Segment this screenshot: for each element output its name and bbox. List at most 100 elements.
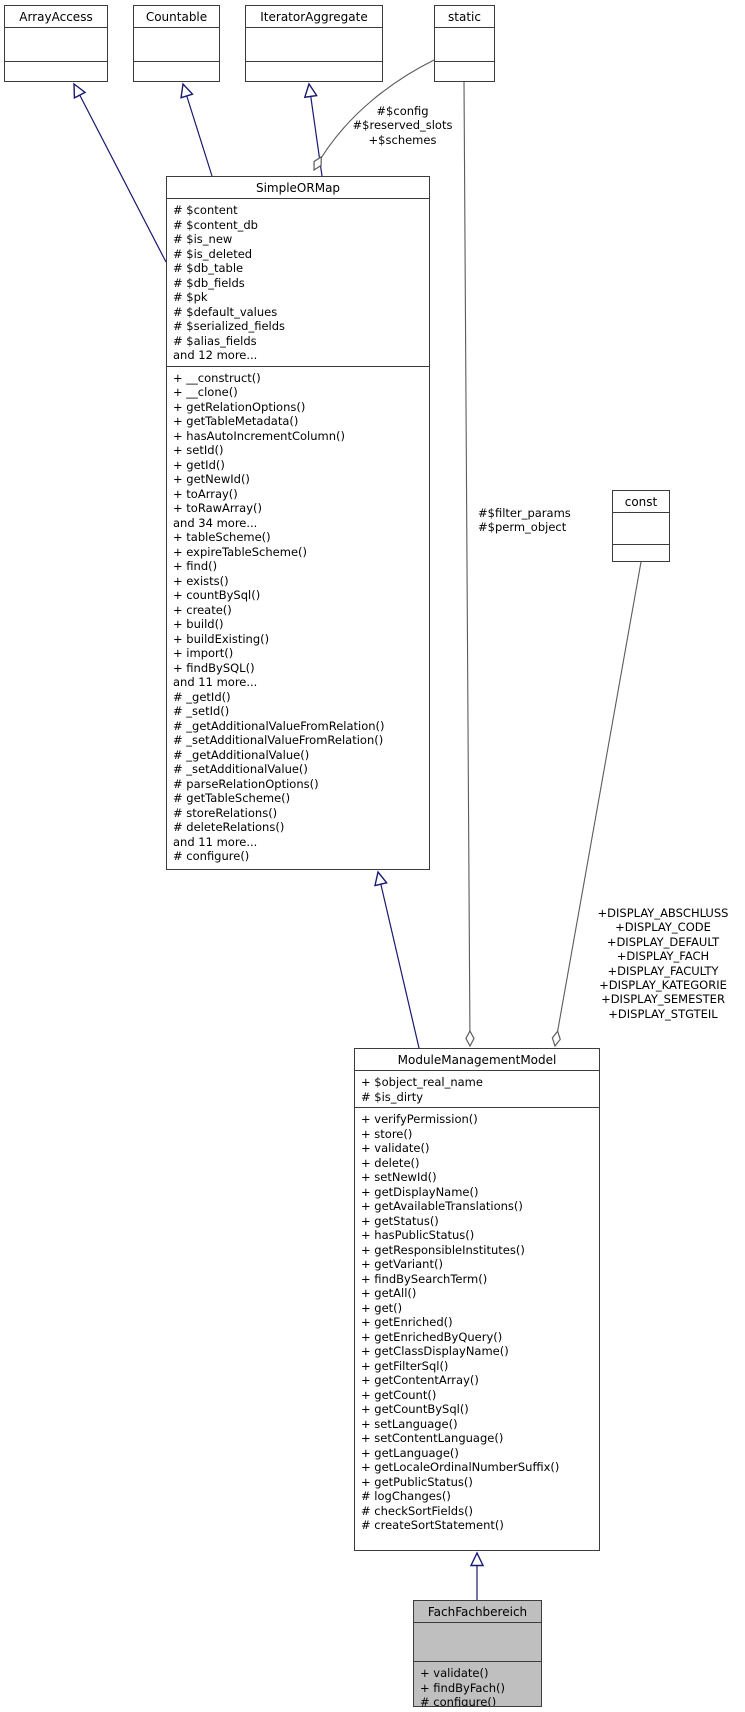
class-title: FachFachbereich <box>414 1601 541 1623</box>
method-line: + getFilterSql() <box>361 1358 449 1373</box>
attribute-line: # $pk <box>173 290 208 304</box>
method-line: and 11 more... <box>173 675 258 689</box>
attribute-line: # $db_table <box>173 261 244 275</box>
method-line: # _getId() <box>173 689 231 704</box>
attributes-compartment <box>435 28 494 62</box>
aggregation-edge-simpleormap-static <box>314 59 435 170</box>
methods-compartment: + __construct()+ __clone()+ getRelationO… <box>167 367 429 870</box>
edge-label-line: +$schemes <box>368 132 437 147</box>
method-line: + getVariant() <box>361 1257 443 1271</box>
method-line: + buildExisting() <box>173 631 270 646</box>
edge-label-line: +DISPLAY_STGTEIL <box>608 1006 718 1021</box>
method-line: + setId() <box>173 443 224 457</box>
method-line: # storeRelations() <box>173 805 278 820</box>
method-line: + find() <box>173 559 218 573</box>
method-line: # _setAdditionalValueFromRelation() <box>173 733 384 747</box>
class-box-modulemanagementmodel[interactable]: ModuleManagementModel + $object_real_nam… <box>354 1048 600 1551</box>
class-title: SimpleORMap <box>167 177 429 199</box>
attribute-line: # $content <box>173 203 238 217</box>
method-line: # checkSortFields() <box>361 1503 474 1518</box>
method-line: # getTableScheme() <box>173 791 291 805</box>
methods-compartment <box>246 62 382 81</box>
method-line: + getLocaleOrdinalNumberSuffix() <box>361 1460 560 1474</box>
attribute-line: + $object_real_name <box>361 1075 483 1089</box>
method-line: + toArray() <box>173 486 238 501</box>
method-line: + getClassDisplayName() <box>361 1344 509 1358</box>
method-line: + getAvailableTranslations() <box>361 1199 523 1213</box>
attributes-compartment <box>134 28 219 62</box>
attributes-compartment <box>246 28 382 62</box>
method-line: + store() <box>361 1126 413 1141</box>
class-title: Countable <box>134 6 219 28</box>
method-line: + validate() <box>361 1141 430 1155</box>
method-line: + hasPublicStatus() <box>361 1228 475 1242</box>
edge-label-line: #$perm_object <box>478 520 567 535</box>
methods-compartment <box>435 62 494 81</box>
edge-label-line: +DISPLAY_SEMESTER <box>601 992 725 1007</box>
method-line: + create() <box>173 602 232 617</box>
class-title: ArrayAccess <box>5 6 107 28</box>
class-box-iteratoraggregate[interactable]: IteratorAggregate <box>245 5 383 82</box>
class-title: ModuleManagementModel <box>355 1049 599 1071</box>
edge-label-display-constants: +DISPLAY_ABSCHLUSS+DISPLAY_CODE+DISPLAY_… <box>582 906 744 1021</box>
inheritance-edge-mmm-simpleormap <box>378 872 420 1049</box>
method-line: + getId() <box>173 457 225 472</box>
edge-label-line: +DISPLAY_FACH <box>616 949 710 964</box>
method-line: # parseRelationOptions() <box>173 776 319 791</box>
method-line: + getRelationOptions() <box>173 399 306 414</box>
edge-label-line: #$config <box>376 104 429 118</box>
method-line: + getPublicStatus() <box>361 1474 473 1489</box>
method-line: + getLanguage() <box>361 1445 459 1460</box>
method-line: + toRawArray() <box>173 501 262 515</box>
class-box-countable[interactable]: Countable <box>133 5 220 82</box>
class-title: const <box>613 491 669 513</box>
method-line: + setNewId() <box>361 1170 437 1184</box>
edge-label-filter-params: #$filter_params#$perm_object <box>478 506 598 535</box>
method-line: + expireTableScheme() <box>173 544 307 559</box>
edge-label-line: #$filter_params <box>478 506 571 520</box>
attributes-compartment <box>414 1623 541 1662</box>
class-box-simpleormap[interactable]: SimpleORMap # $content# $content_db# $is… <box>166 176 430 870</box>
methods-compartment <box>134 62 219 81</box>
class-box-static[interactable]: static <box>434 5 495 82</box>
edge-label-line: #$reserved_slots <box>352 118 453 133</box>
class-box-arrayaccess[interactable]: ArrayAccess <box>4 5 108 82</box>
method-line: # deleteRelations() <box>173 820 285 834</box>
method-line: + verifyPermission() <box>361 1112 478 1126</box>
method-line: + tableScheme() <box>173 530 271 544</box>
method-line: # _getAdditionalValue() <box>173 747 310 762</box>
method-line: + build() <box>173 617 224 631</box>
inheritance-edge-simpleormap-arrayaccess <box>74 84 167 263</box>
edge-label-line: +DISPLAY_KATEGORIE <box>599 978 727 993</box>
method-line: + exists() <box>173 573 229 588</box>
method-line: and 34 more... <box>173 515 258 530</box>
class-box-fachfachbereich[interactable]: FachFachbereich + validate()+ findByFach… <box>413 1600 542 1707</box>
aggregation-edge-mmm-static <box>463 81 470 1046</box>
method-line: + getCount() <box>361 1387 437 1402</box>
method-line: # configure() <box>173 849 250 863</box>
class-title: IteratorAggregate <box>246 6 382 28</box>
method-line: + setLanguage() <box>361 1416 458 1431</box>
method-line: + getAll() <box>361 1286 417 1300</box>
attributes-compartment <box>613 513 669 545</box>
edge-label-line: +DISPLAY_CODE <box>615 920 711 935</box>
method-line: + get() <box>361 1300 403 1315</box>
method-line: + import() <box>173 646 234 660</box>
attributes-compartment <box>5 28 107 62</box>
method-line: + delete() <box>361 1155 420 1170</box>
class-box-const[interactable]: const <box>612 490 670 562</box>
method-line: + __construct() <box>173 370 261 385</box>
method-line: + getEnrichedByQuery() <box>361 1329 503 1344</box>
method-line: + getEnriched() <box>361 1315 453 1329</box>
method-line: + getCountBySql() <box>361 1402 469 1416</box>
method-line: + getTableMetadata() <box>173 414 299 428</box>
method-line: + getStatus() <box>361 1213 439 1228</box>
attributes-compartment: # $content# $content_db# $is_new# $is_de… <box>167 199 429 367</box>
aggregation-edge-mmm-const <box>555 561 642 1046</box>
method-line: + __clone() <box>173 385 238 399</box>
method-line: + findBySearchTerm() <box>361 1271 488 1286</box>
methods-compartment <box>5 62 107 81</box>
attributes-compartment: + $object_real_name# $is_dirty <box>355 1071 599 1108</box>
